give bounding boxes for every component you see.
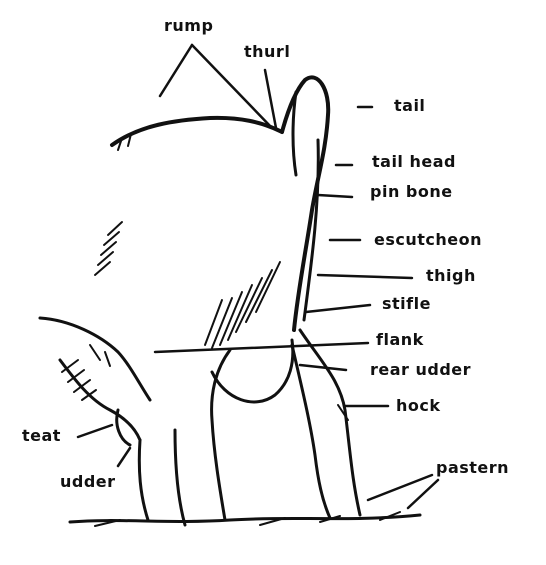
label-teat: teat — [22, 426, 61, 445]
udder-hatching — [62, 360, 96, 400]
leader-pin-bone — [318, 195, 352, 197]
leader-thurl — [265, 70, 276, 128]
leader-lines — [78, 45, 438, 508]
tail-inner-line — [293, 92, 296, 175]
label-stifle: stifle — [382, 294, 431, 313]
lower-leg-front — [139, 440, 148, 520]
label-udder: udder — [60, 472, 116, 491]
leader-thigh — [318, 275, 412, 278]
leader-teat — [78, 425, 112, 437]
leader-stifle — [306, 305, 370, 312]
thigh-hatching — [205, 262, 280, 348]
label-rump: rump — [164, 16, 213, 35]
label-tail-head: tail head — [372, 152, 456, 171]
label-hock: hock — [396, 396, 441, 415]
lower-leg-mid — [175, 430, 185, 525]
tail-outline — [282, 77, 328, 330]
label-escutcheon: escutcheon — [374, 230, 482, 249]
back-line — [112, 118, 282, 145]
leader-pastern-2 — [408, 480, 438, 508]
ground-line — [70, 515, 420, 522]
label-flank: flank — [376, 330, 424, 349]
leader-udder — [118, 448, 130, 466]
leader-rear-udder — [300, 365, 346, 370]
leader-rump-1 — [160, 45, 192, 96]
label-thigh: thigh — [426, 266, 476, 285]
belly-line — [40, 318, 150, 400]
label-pin-bone: pin bone — [370, 182, 453, 201]
label-thurl: thurl — [244, 42, 290, 61]
label-pastern: pastern — [436, 458, 509, 477]
tail-rear-line — [304, 140, 318, 320]
hock-leg — [292, 345, 330, 518]
side-hatching — [95, 222, 122, 275]
belly-detail — [90, 345, 110, 366]
label-tail: tail — [394, 96, 425, 115]
leader-flank — [155, 343, 368, 352]
label-rear-udder: rear udder — [370, 360, 471, 379]
